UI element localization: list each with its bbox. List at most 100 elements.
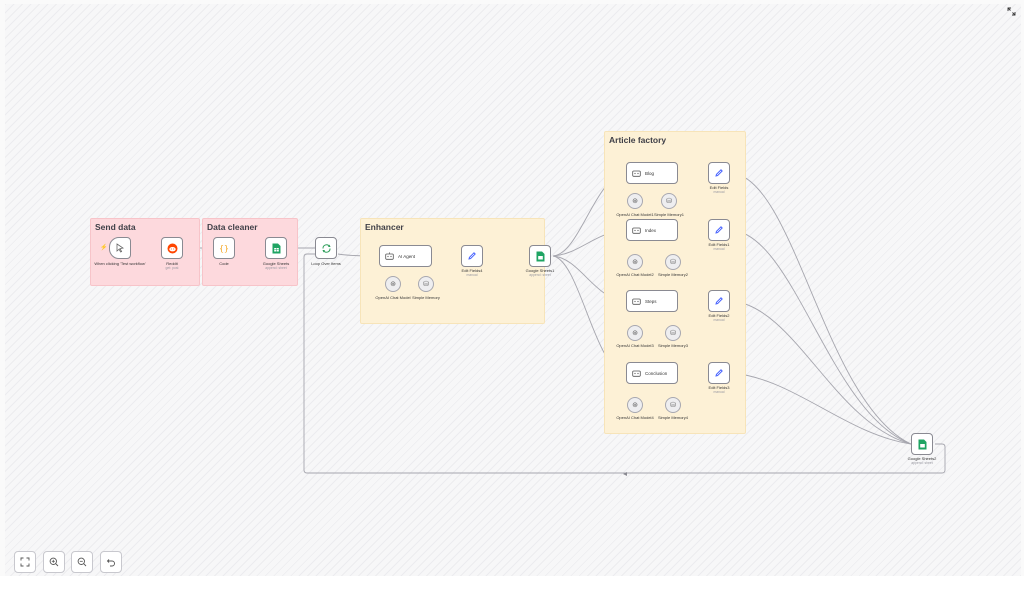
node-edit-fields[interactable] [708,162,730,184]
node-openai-chat-model3[interactable]: ⊛ [627,325,643,341]
fullscreen-button[interactable] [1005,5,1017,17]
code-braces-icon: {} [219,243,229,253]
node-label: Reddit [166,261,178,266]
edge-edit1-sheets2 [731,229,912,445]
workflow-canvas[interactable]: Send data Data cleaner Enhancer Article … [5,4,1021,576]
database-icon: ⛁ [670,259,676,266]
sticky-title: Article factory [609,135,667,145]
node-sublabel: get: post [165,266,179,270]
loop-icon [322,243,330,253]
bottom-strip [0,576,1024,601]
node-label: Edit Fields [709,185,729,190]
node-edit-fields4[interactable] [461,245,483,267]
robot-icon [632,298,641,305]
sticky-title: Enhancer [365,222,404,232]
node-label: OpenAI Chat Model [375,295,411,300]
node-ai-agent[interactable]: AI Agent [379,245,432,267]
node-conclusion-agent[interactable]: Conclusion [626,362,678,384]
fit-view-button[interactable] [14,551,36,573]
node-openai-chat-model[interactable]: ⊛ [385,276,401,292]
node-label: Simple Memory2 [657,272,688,277]
edge-edit2-sheets2 [731,300,912,445]
fit-view-icon [20,557,30,567]
node-steps-agent[interactable]: Steps [626,290,678,312]
node-label: OpenAI Chat Model1 [616,212,654,217]
openai-icon: ⊛ [632,402,638,409]
robot-icon [632,370,641,377]
node-simple-memory[interactable]: ⛁ [418,276,434,292]
database-icon: ⛁ [670,402,676,409]
node-label: Edit Fields4 [461,268,483,273]
node-openai-chat-model1[interactable]: ⊛ [627,193,643,209]
reddit-icon [167,243,177,253]
node-label: Index [645,227,657,233]
edge-edit-sheets2 [731,172,912,445]
robot-icon [632,170,641,177]
edge-loop-back [303,253,946,474]
database-icon: ⛁ [670,330,676,337]
node-reddit[interactable] [161,237,183,259]
node-label: Conclusion [645,370,668,376]
node-simple-memory4[interactable]: ⛁ [665,397,681,413]
pencil-icon [715,297,723,305]
node-index-agent[interactable]: Index [626,219,678,241]
node-blog-agent[interactable]: Blog [626,162,678,184]
node-label: OpenAI Chat Model3 [616,343,654,348]
edge-edit3-sheets2 [731,372,912,445]
pencil-icon [715,169,723,177]
node-code[interactable]: {} [213,237,235,259]
robot-icon [385,252,394,260]
openai-icon: ⊛ [390,281,396,288]
undo-icon [106,559,115,567]
node-simple-memory2[interactable]: ⛁ [665,254,681,270]
node-label: AI Agent [398,253,416,259]
node-simple-memory3[interactable]: ⛁ [665,325,681,341]
sticky-send-data[interactable]: Send data [90,218,200,286]
node-loop-over-items[interactable] [315,237,337,259]
sticky-title: Data cleaner [207,222,258,232]
node-google-sheets[interactable] [265,237,287,259]
node-openai-chat-model4[interactable]: ⊛ [627,397,643,413]
node-sublabel: manual [713,190,725,194]
node-label: Google Sheets1 [525,268,555,273]
pencil-icon [715,226,723,234]
node-label: When clicking 'Test workflow' [94,261,146,266]
node-sublabel: manual [466,273,478,277]
node-label: Google Sheets [262,261,290,266]
zoom-in-icon [49,557,59,567]
node-edit-fields3[interactable] [708,362,730,384]
node-edit-fields2[interactable] [708,290,730,312]
node-sublabel: append: sheet [265,266,287,270]
node-label: OpenAI Chat Model2 [616,272,654,277]
node-label: Loop Over Items [311,261,341,266]
zoom-out-button[interactable] [71,551,93,573]
node-edit-fields1[interactable] [708,219,730,241]
google-sheets-icon [536,251,544,261]
node-label: Google Sheets2 [907,456,937,461]
google-sheets-icon [272,243,280,253]
node-trigger[interactable] [109,237,131,259]
node-google-sheets1[interactable] [529,245,551,267]
openai-icon: ⊛ [632,330,638,337]
node-label: OpenAI Chat Model4 [616,415,654,420]
node-simple-memory1[interactable]: ⛁ [661,193,677,209]
openai-icon: ⊛ [632,198,638,205]
node-label: Simple Memory3 [657,343,688,348]
robot-icon [632,227,641,234]
node-label: Simple Memory1 [653,212,684,217]
node-label: Edit Fields1 [708,242,730,247]
sticky-enhancer[interactable]: Enhancer [360,218,545,324]
node-openai-chat-model2[interactable]: ⊛ [627,254,643,270]
sticky-title: Send data [95,222,136,232]
node-label: Simple Memory [412,295,440,300]
node-sublabel: append: sheet [911,461,933,465]
undo-button[interactable] [100,551,122,573]
zoom-in-button[interactable] [43,551,65,573]
node-google-sheets2[interactable] [911,433,933,455]
database-icon: ⛁ [666,198,672,205]
node-label: Edit Fields3 [708,385,730,390]
zoom-out-icon [77,557,87,567]
node-label: Simple Memory4 [657,415,688,420]
node-label: Blog [645,170,655,176]
node-label: Code [219,261,229,266]
